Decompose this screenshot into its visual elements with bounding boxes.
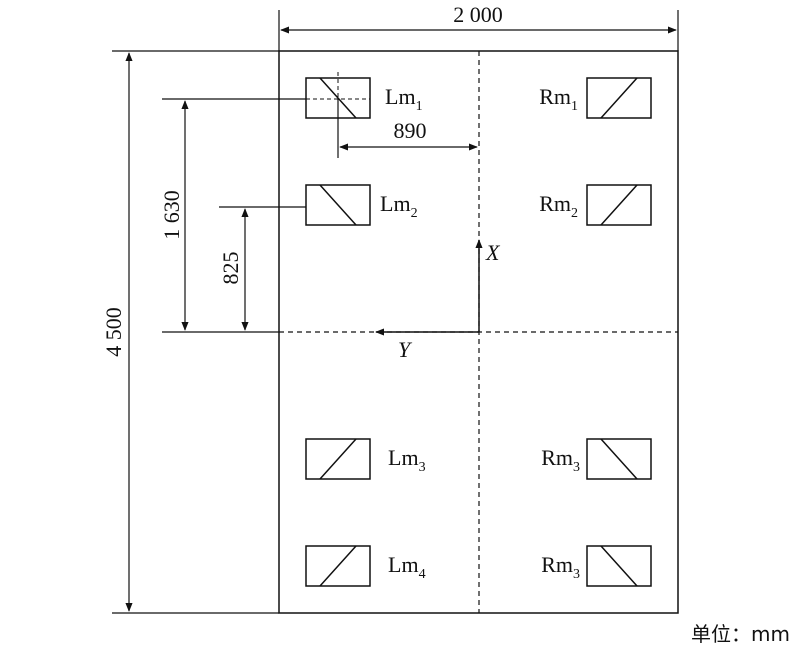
module-label: Lm4 bbox=[388, 552, 426, 582]
module-subscript: 1 bbox=[416, 99, 423, 114]
module-label: Lm2 bbox=[380, 191, 418, 221]
module-rm3a: Rm3 bbox=[541, 438, 652, 480]
module-diagonal bbox=[319, 77, 357, 119]
module-box bbox=[586, 184, 652, 226]
module-diagonal bbox=[319, 438, 357, 480]
module-box bbox=[305, 184, 371, 226]
axis-x-label: X bbox=[485, 240, 501, 265]
module-rm3b: Rm3 bbox=[541, 545, 652, 587]
unit-label: 单位：mm bbox=[691, 622, 790, 646]
module-label: Rm3 bbox=[541, 552, 580, 582]
module-subscript: 2 bbox=[411, 206, 418, 221]
module-subscript: 4 bbox=[419, 567, 426, 582]
dim-890-label: 890 bbox=[394, 118, 427, 143]
module-rm2: Rm2 bbox=[539, 184, 652, 226]
module-diagonal bbox=[600, 438, 638, 480]
module-diagonal bbox=[600, 545, 638, 587]
module-diagonal bbox=[319, 184, 357, 226]
module-label: Lm1 bbox=[385, 84, 423, 114]
module-box bbox=[305, 545, 371, 587]
module-box bbox=[586, 438, 652, 480]
module-diagonal bbox=[600, 184, 638, 226]
module-lm1: Lm1 bbox=[305, 77, 423, 119]
module-label: Rm1 bbox=[539, 84, 578, 114]
module-diagonal bbox=[600, 77, 638, 119]
module-diagonal bbox=[319, 545, 357, 587]
module-label: Rm2 bbox=[539, 191, 578, 221]
module-subscript: 3 bbox=[419, 460, 426, 475]
module-label: Lm3 bbox=[388, 445, 426, 475]
module-rm1: Rm1 bbox=[539, 77, 652, 119]
module-subscript: 1 bbox=[571, 99, 578, 114]
module-subscript: 3 bbox=[573, 567, 580, 582]
module-subscript: 2 bbox=[571, 206, 578, 221]
module-lm4: Lm4 bbox=[305, 545, 426, 587]
module-label: Rm3 bbox=[541, 445, 580, 475]
module-lm2: Lm2 bbox=[305, 184, 418, 226]
dim-width-label: 2 000 bbox=[453, 2, 503, 27]
dim-height-label: 4 500 bbox=[101, 307, 126, 357]
dim-825-label: 825 bbox=[218, 252, 243, 285]
module-lm3: Lm3 bbox=[305, 438, 426, 480]
module-box bbox=[586, 545, 652, 587]
dim-1630-label: 1 630 bbox=[159, 190, 184, 240]
module-box bbox=[586, 77, 652, 119]
module-box bbox=[305, 438, 371, 480]
axis-y-label: Y bbox=[398, 337, 413, 362]
module-subscript: 3 bbox=[573, 460, 580, 475]
